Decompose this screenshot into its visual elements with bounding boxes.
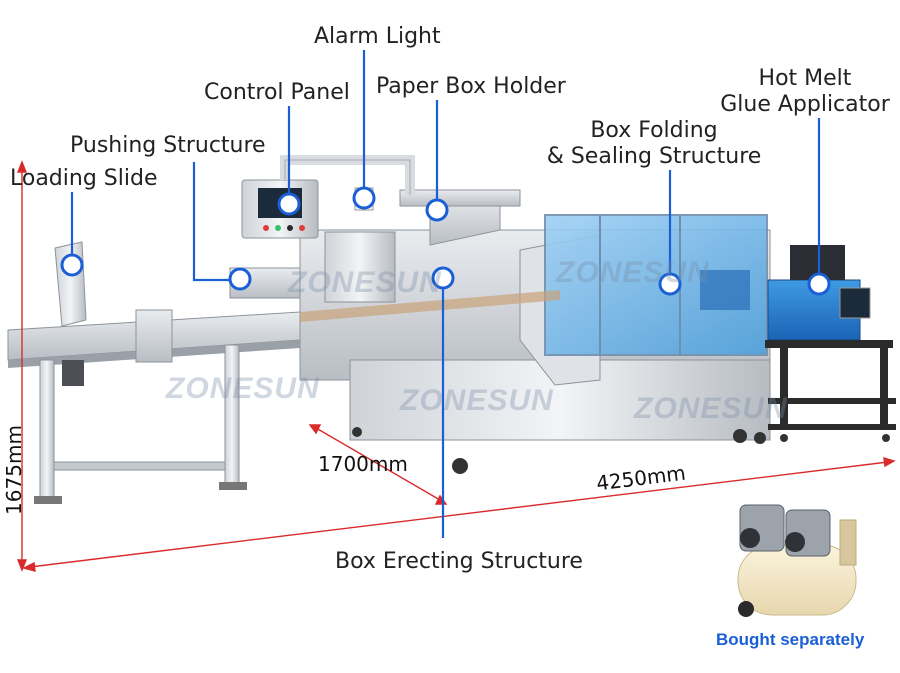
dimension-depth: 1700mm [318,452,408,476]
marker-paper-box-holder[interactable] [425,198,449,222]
label-box-folding-line1: Box Folding [590,118,718,143]
label-hot-melt-line1: Hot Melt [758,66,852,91]
marker-control-panel[interactable] [277,192,301,216]
label-control-panel: Control Panel [204,80,350,105]
marker-alarm-light[interactable] [352,186,376,210]
label-box-erecting: Box Erecting Structure [335,549,583,574]
marker-box-erecting[interactable] [431,266,455,290]
compressor-note: Bought separately [716,630,865,649]
label-alarm-light: Alarm Light [314,24,441,49]
watermark-2: ZONESUN [556,256,710,289]
watermark-3: ZONESUN [166,372,320,405]
label-hot-melt-line2: Glue Applicator [720,92,890,117]
watermark-5: ZONESUN [634,392,788,425]
callout-lines [70,50,821,538]
dimension-height: 1675mm [2,425,26,515]
marker-loading-slide[interactable] [60,253,84,277]
watermark-1: ZONESUN [288,266,442,299]
glue-applicator-unit [765,245,896,442]
marker-glue-applicator[interactable] [807,272,831,296]
dimension-lines [16,160,896,572]
air-compressor [737,504,857,617]
label-box-folding-line2: & Sealing Structure [546,144,762,169]
label-box-folding: Box Folding & Sealing Structure [546,118,762,170]
marker-pushing-structure[interactable] [228,267,252,291]
watermark-4: ZONESUN [400,384,554,417]
label-hot-melt: Hot Melt Glue Applicator [718,66,892,118]
main-machine-body [299,189,771,474]
label-loading-slide: Loading Slide [10,166,158,191]
label-pushing-structure: Pushing Structure [70,133,266,158]
loading-slide-conveyor [7,241,303,504]
label-paper-box-holder: Paper Box Holder [376,74,566,99]
marker-box-folding[interactable] [658,272,682,296]
